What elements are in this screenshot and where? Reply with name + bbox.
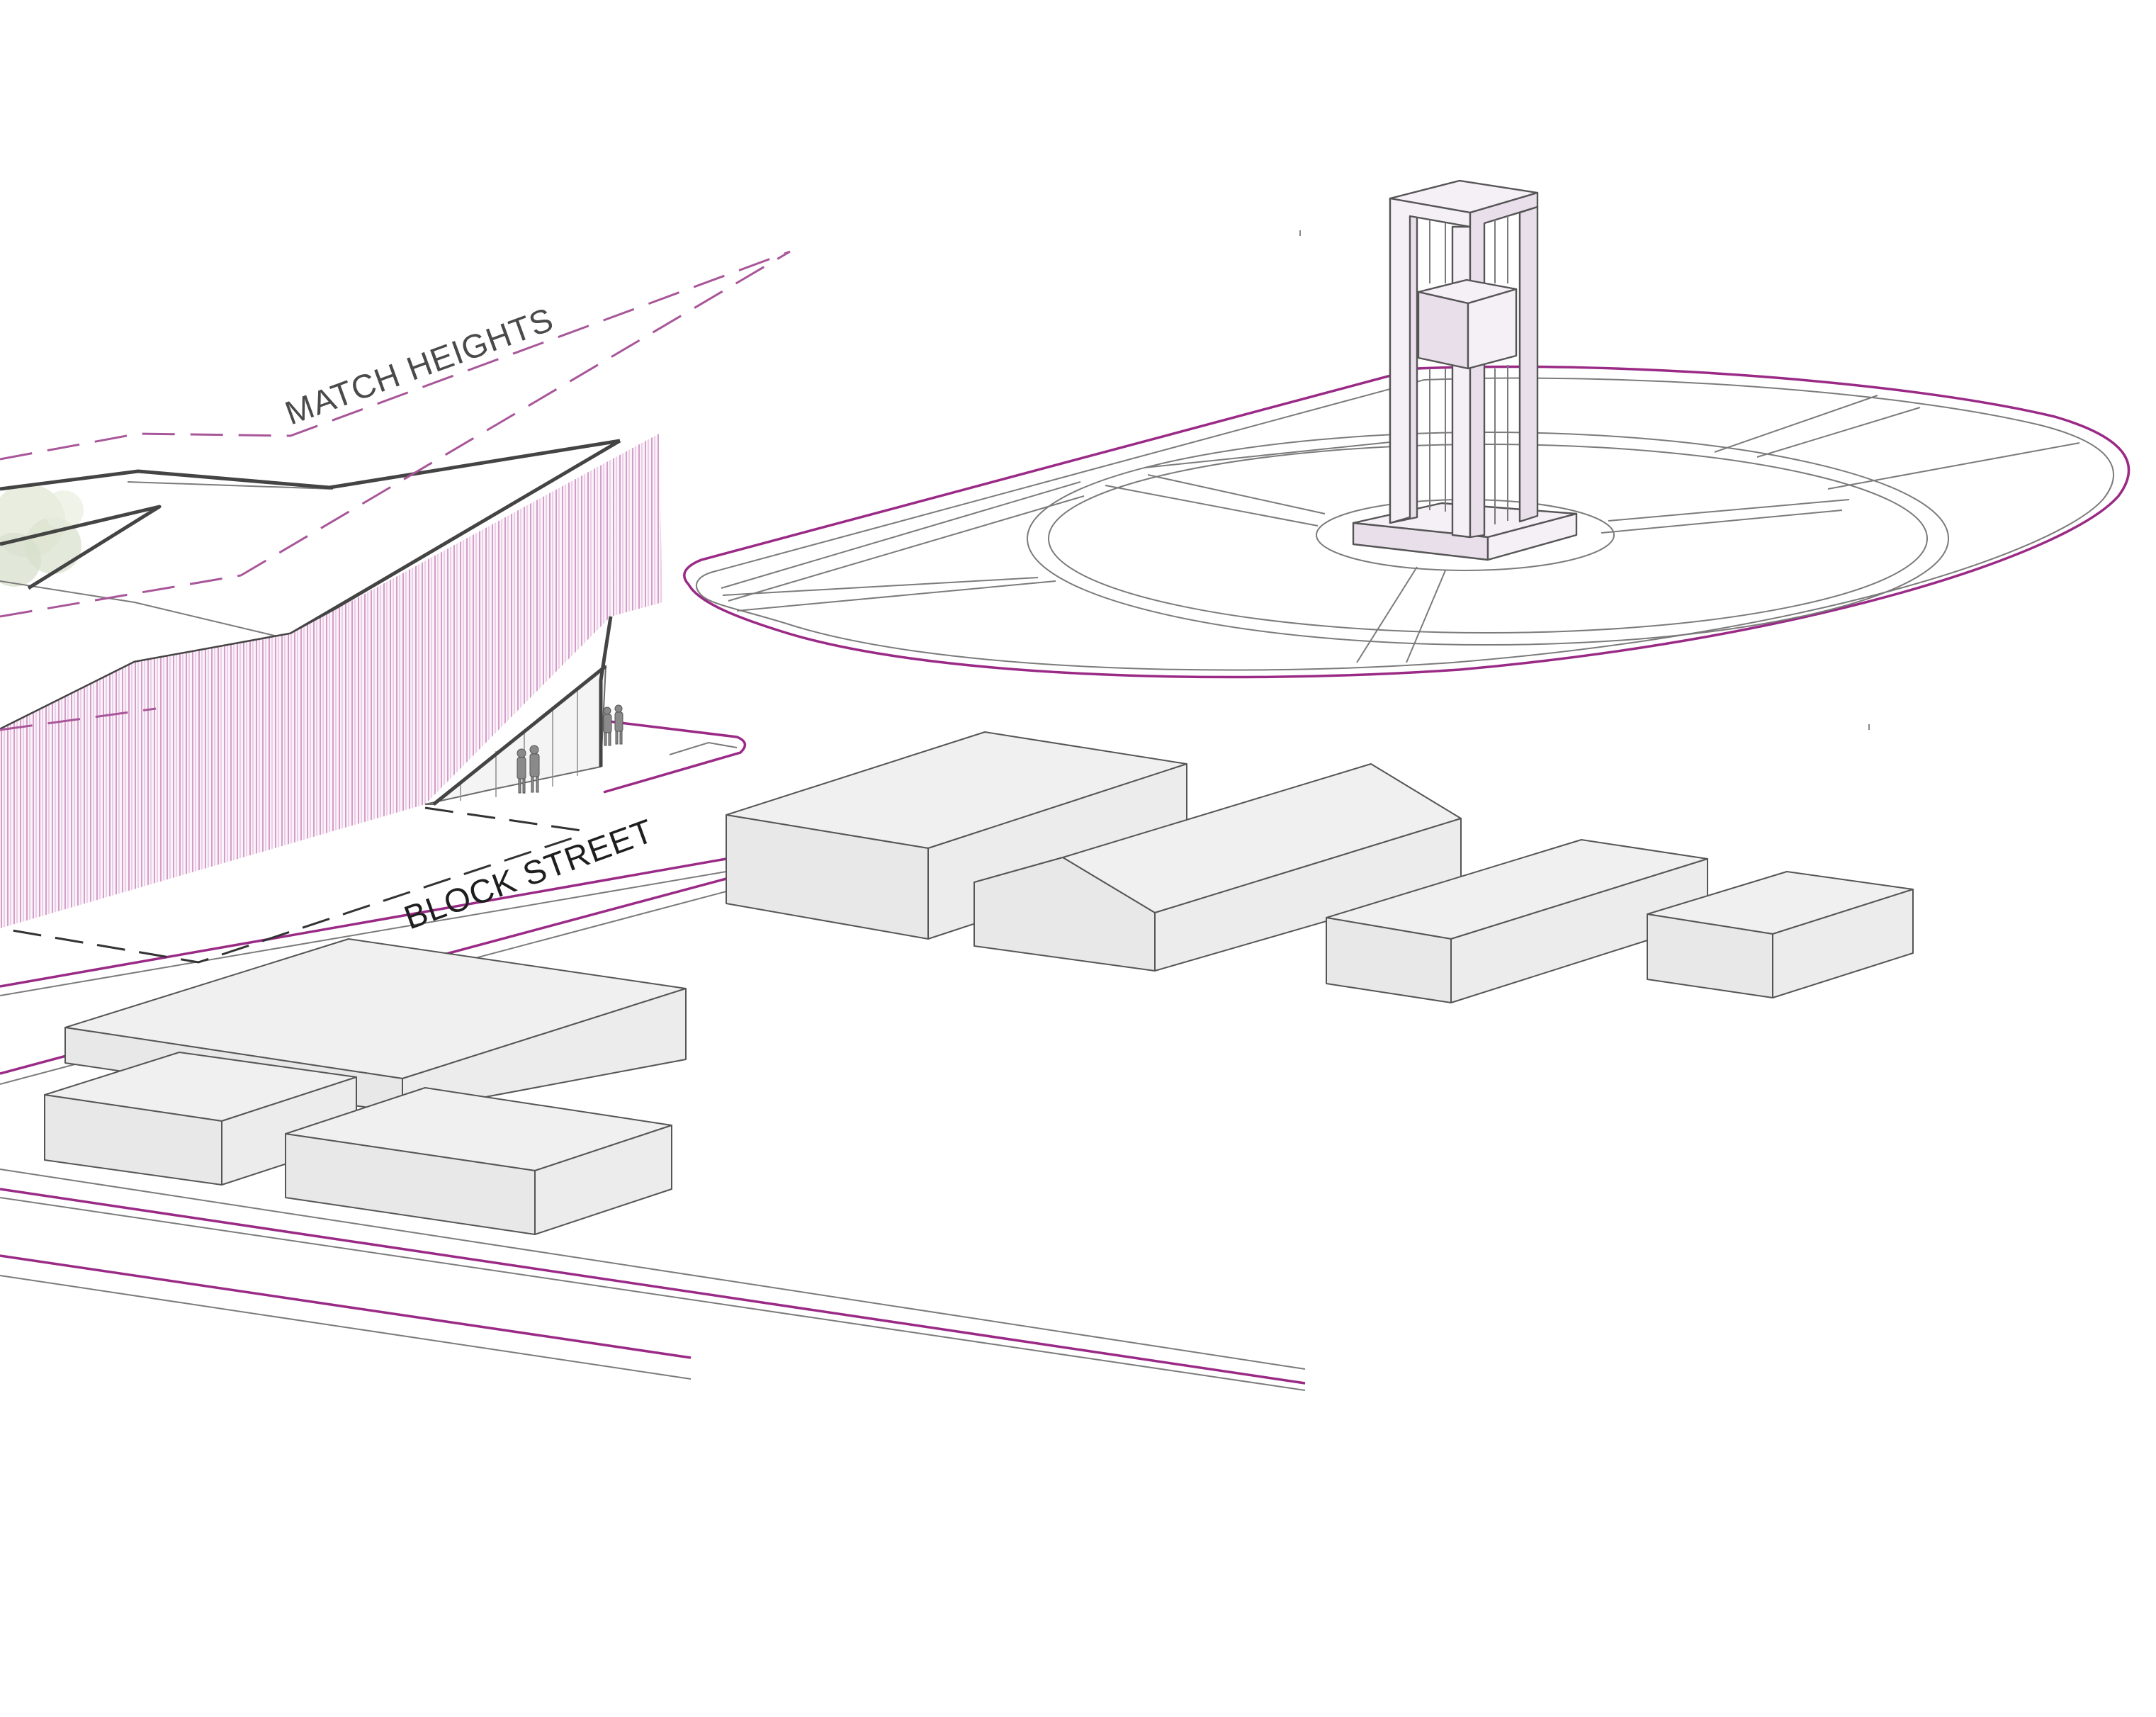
street-edge-line bbox=[0, 1254, 692, 1359]
tower-opening-lines bbox=[1429, 216, 1508, 283]
block-street-edge bbox=[0, 871, 727, 996]
facade-fins bbox=[0, 461, 611, 928]
plaza-outer-edge bbox=[696, 377, 2114, 671]
bell-chamber-front bbox=[1467, 288, 1518, 370]
plaza-radial-path bbox=[722, 577, 1039, 596]
plaza-radial-path bbox=[1147, 474, 1326, 514]
building-outline bbox=[599, 616, 613, 767]
bell-chamber-side bbox=[1417, 291, 1469, 370]
people-figures bbox=[517, 704, 623, 794]
context-building bbox=[1647, 871, 1914, 998]
plaza-radial-path bbox=[1406, 570, 1446, 663]
street-corner-curb bbox=[591, 718, 747, 794]
roof-line bbox=[0, 580, 284, 638]
plaza-radial-path bbox=[1105, 485, 1319, 527]
tower-column bbox=[1451, 225, 1472, 539]
street-edge-line bbox=[0, 1197, 1306, 1391]
plaza-radial-path bbox=[1144, 439, 1418, 468]
street-edge-line bbox=[0, 1169, 1306, 1370]
facade-fins bbox=[609, 434, 662, 617]
height-guide-line bbox=[0, 250, 791, 618]
context-building bbox=[285, 1087, 672, 1235]
footprint-dashed-outline bbox=[0, 806, 584, 964]
roof-line bbox=[127, 481, 334, 490]
context-building bbox=[973, 763, 1462, 972]
plaza-radial-path bbox=[1608, 499, 1850, 522]
plaza-ring-outer bbox=[1027, 432, 1949, 646]
plaza-outer-curb bbox=[683, 365, 2130, 679]
roof-outline bbox=[0, 439, 621, 491]
plaza-radial-path bbox=[1827, 442, 2080, 490]
tower-opening-lines bbox=[1429, 365, 1508, 524]
plaza-ring-inner bbox=[1048, 444, 1928, 634]
plaza-radial-path bbox=[1714, 395, 1878, 453]
plaza-radial-path bbox=[1601, 510, 1843, 534]
context-building bbox=[1326, 839, 1708, 1003]
building-side bbox=[1772, 889, 1914, 998]
height-guide-line bbox=[0, 707, 157, 731]
block-street-label: BLOCK STREET bbox=[399, 811, 658, 936]
street-edge-line bbox=[0, 1275, 692, 1380]
context-building bbox=[44, 1052, 357, 1186]
plaza-radial-path bbox=[736, 580, 1056, 612]
roof-outline bbox=[0, 505, 162, 590]
tower-column bbox=[1518, 206, 1539, 523]
street-corner-curb bbox=[669, 741, 738, 755]
plaza bbox=[683, 365, 2130, 679]
tower-plinth-front bbox=[1486, 512, 1578, 561]
match-heights-label: MATCH HEIGHTS bbox=[280, 300, 558, 432]
plaza-path bbox=[721, 481, 1081, 589]
bell-tower bbox=[1352, 179, 1578, 561]
street-edge-line bbox=[0, 1188, 1306, 1385]
building-side bbox=[534, 1125, 672, 1235]
match-heights-guides bbox=[0, 250, 791, 731]
cultural-building bbox=[0, 434, 662, 964]
plaza-radial-path bbox=[1756, 407, 1921, 458]
height-guide-line bbox=[0, 250, 791, 461]
building-outline bbox=[432, 665, 607, 806]
block-street-edge bbox=[0, 857, 727, 988]
plaza-path bbox=[728, 495, 1085, 602]
plaza-radial-path bbox=[1356, 566, 1418, 663]
